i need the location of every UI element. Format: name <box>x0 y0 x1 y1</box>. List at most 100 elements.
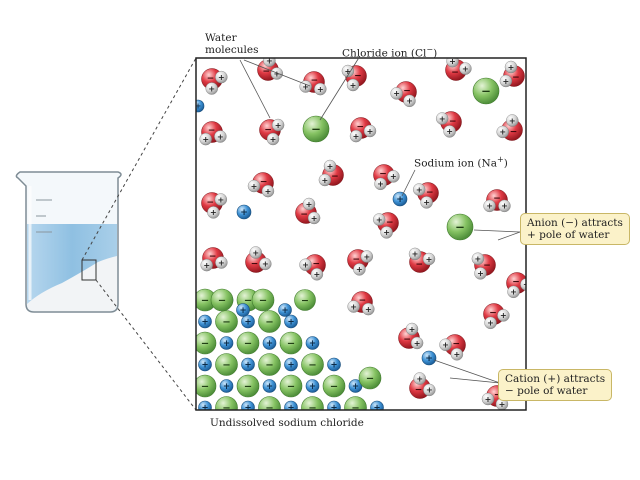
svg-text:+: + <box>373 402 380 412</box>
svg-text:+: + <box>281 305 288 315</box>
svg-text:−: − <box>201 295 209 306</box>
svg-text:+: + <box>423 198 430 207</box>
svg-text:+: + <box>314 270 321 279</box>
water-molecule: + +− <box>259 118 285 146</box>
svg-text:+: + <box>406 97 413 106</box>
svg-text:+: + <box>508 63 515 72</box>
svg-text:+: + <box>330 359 337 369</box>
beaker <box>15 171 122 313</box>
svg-text:+: + <box>352 381 359 391</box>
svg-text:+: + <box>239 305 246 315</box>
svg-text:+: + <box>327 162 334 171</box>
water-molecules-label-line2: molecules <box>205 44 259 56</box>
svg-text:−: − <box>262 67 270 77</box>
svg-text:+: + <box>244 359 251 369</box>
svg-text:+: + <box>203 261 210 270</box>
water-molecule: ++− <box>439 334 466 361</box>
svg-text:−: − <box>300 210 308 220</box>
svg-text:+: + <box>501 202 508 211</box>
svg-text:+: + <box>265 187 272 196</box>
chloride-ion-label: Chloride ion (Cl−) <box>342 45 438 60</box>
svg-text:−: − <box>451 68 459 78</box>
svg-text:−: − <box>259 295 267 306</box>
cation-callout: Cation (+) attracts − pole of water <box>498 369 613 401</box>
sodium-ion: + <box>241 357 255 372</box>
sodium-ion: + <box>236 303 250 317</box>
svg-text:+: + <box>275 121 282 130</box>
svg-text:−: − <box>207 74 215 84</box>
svg-text:+: + <box>317 85 324 94</box>
cation-callout-line1: Cation (+) attracts <box>505 373 606 385</box>
svg-text:−: − <box>308 360 316 371</box>
svg-text:+: + <box>365 305 372 314</box>
svg-text:+: + <box>416 374 423 383</box>
svg-text:+: + <box>350 81 357 90</box>
chloride-ion: − <box>322 374 346 398</box>
salt-pile <box>27 256 117 311</box>
water-molecule: ++− <box>412 182 439 209</box>
water-molecule: ++− <box>347 249 374 276</box>
svg-text:+: + <box>287 402 294 412</box>
water-molecule: + +− <box>199 121 227 146</box>
svg-text:+: + <box>309 381 316 391</box>
svg-text:−: − <box>512 277 520 287</box>
svg-text:+: + <box>356 265 363 274</box>
water-molecule: ++− <box>257 58 284 81</box>
svg-text:−: − <box>426 188 434 198</box>
svg-text:−: − <box>208 126 216 136</box>
sodium-ion-label: Sodium ion (Na+) <box>414 155 508 170</box>
water-molecule: ++− <box>445 58 472 81</box>
chloride-ion: − <box>258 310 281 333</box>
svg-text:+: + <box>201 316 208 326</box>
water-molecule: ++− <box>483 189 511 213</box>
anion-callout-line1: Anion (−) attracts <box>527 217 623 229</box>
svg-text:+: + <box>270 135 277 144</box>
svg-text:+: + <box>302 82 309 91</box>
svg-text:+: + <box>217 195 224 204</box>
svg-text:−: − <box>357 122 365 132</box>
anion-callout: Anion (−) attracts + pole of water <box>520 213 630 245</box>
svg-text:−: − <box>265 317 273 328</box>
chloride-ion: − <box>446 213 474 241</box>
svg-text:−: − <box>512 73 520 83</box>
water-molecule: ++− <box>471 252 496 280</box>
svg-text:−: − <box>287 338 295 349</box>
water-molecule: ++− <box>299 71 327 96</box>
svg-text:+: + <box>510 288 517 297</box>
svg-text:+: + <box>509 116 516 125</box>
svg-text:+: + <box>425 354 433 364</box>
svg-text:−: − <box>301 295 309 306</box>
svg-text:−: − <box>481 84 491 98</box>
svg-text:+: + <box>454 350 461 359</box>
chloride-ion: − <box>294 289 316 311</box>
svg-text:−: − <box>265 403 273 414</box>
sodium-ion: + <box>284 400 298 412</box>
svg-text:+: + <box>201 359 208 369</box>
svg-text:+: + <box>367 127 374 136</box>
svg-text:+: + <box>217 132 224 141</box>
svg-text:+: + <box>202 135 209 144</box>
svg-text:−: − <box>351 403 359 414</box>
sodium-ion: + <box>262 336 277 350</box>
svg-text:−: − <box>265 360 273 371</box>
svg-text:−: − <box>494 390 502 400</box>
svg-text:+: + <box>412 250 419 259</box>
sodium-ion: + <box>284 357 298 372</box>
water-molecule: ++− <box>245 246 272 273</box>
water-molecule: ++− <box>372 212 399 239</box>
water-molecule: ++− <box>390 81 417 108</box>
svg-text:+: + <box>244 316 251 326</box>
water-molecule: ++− <box>499 60 525 88</box>
water-molecule: ++− <box>247 172 275 198</box>
chloride-ion: − <box>215 396 238 410</box>
svg-text:−: − <box>244 381 252 392</box>
svg-text:−: − <box>453 340 461 350</box>
svg-text:+: + <box>523 280 530 289</box>
chloride-ion: − <box>196 374 217 398</box>
water-molecules-label: Water molecules <box>205 32 258 56</box>
svg-text:−: − <box>264 125 272 135</box>
chloride-ion: − <box>210 288 234 312</box>
sodium-ion: + <box>219 379 234 393</box>
chloride-ion: − <box>279 331 303 355</box>
svg-text:+: + <box>252 248 259 257</box>
